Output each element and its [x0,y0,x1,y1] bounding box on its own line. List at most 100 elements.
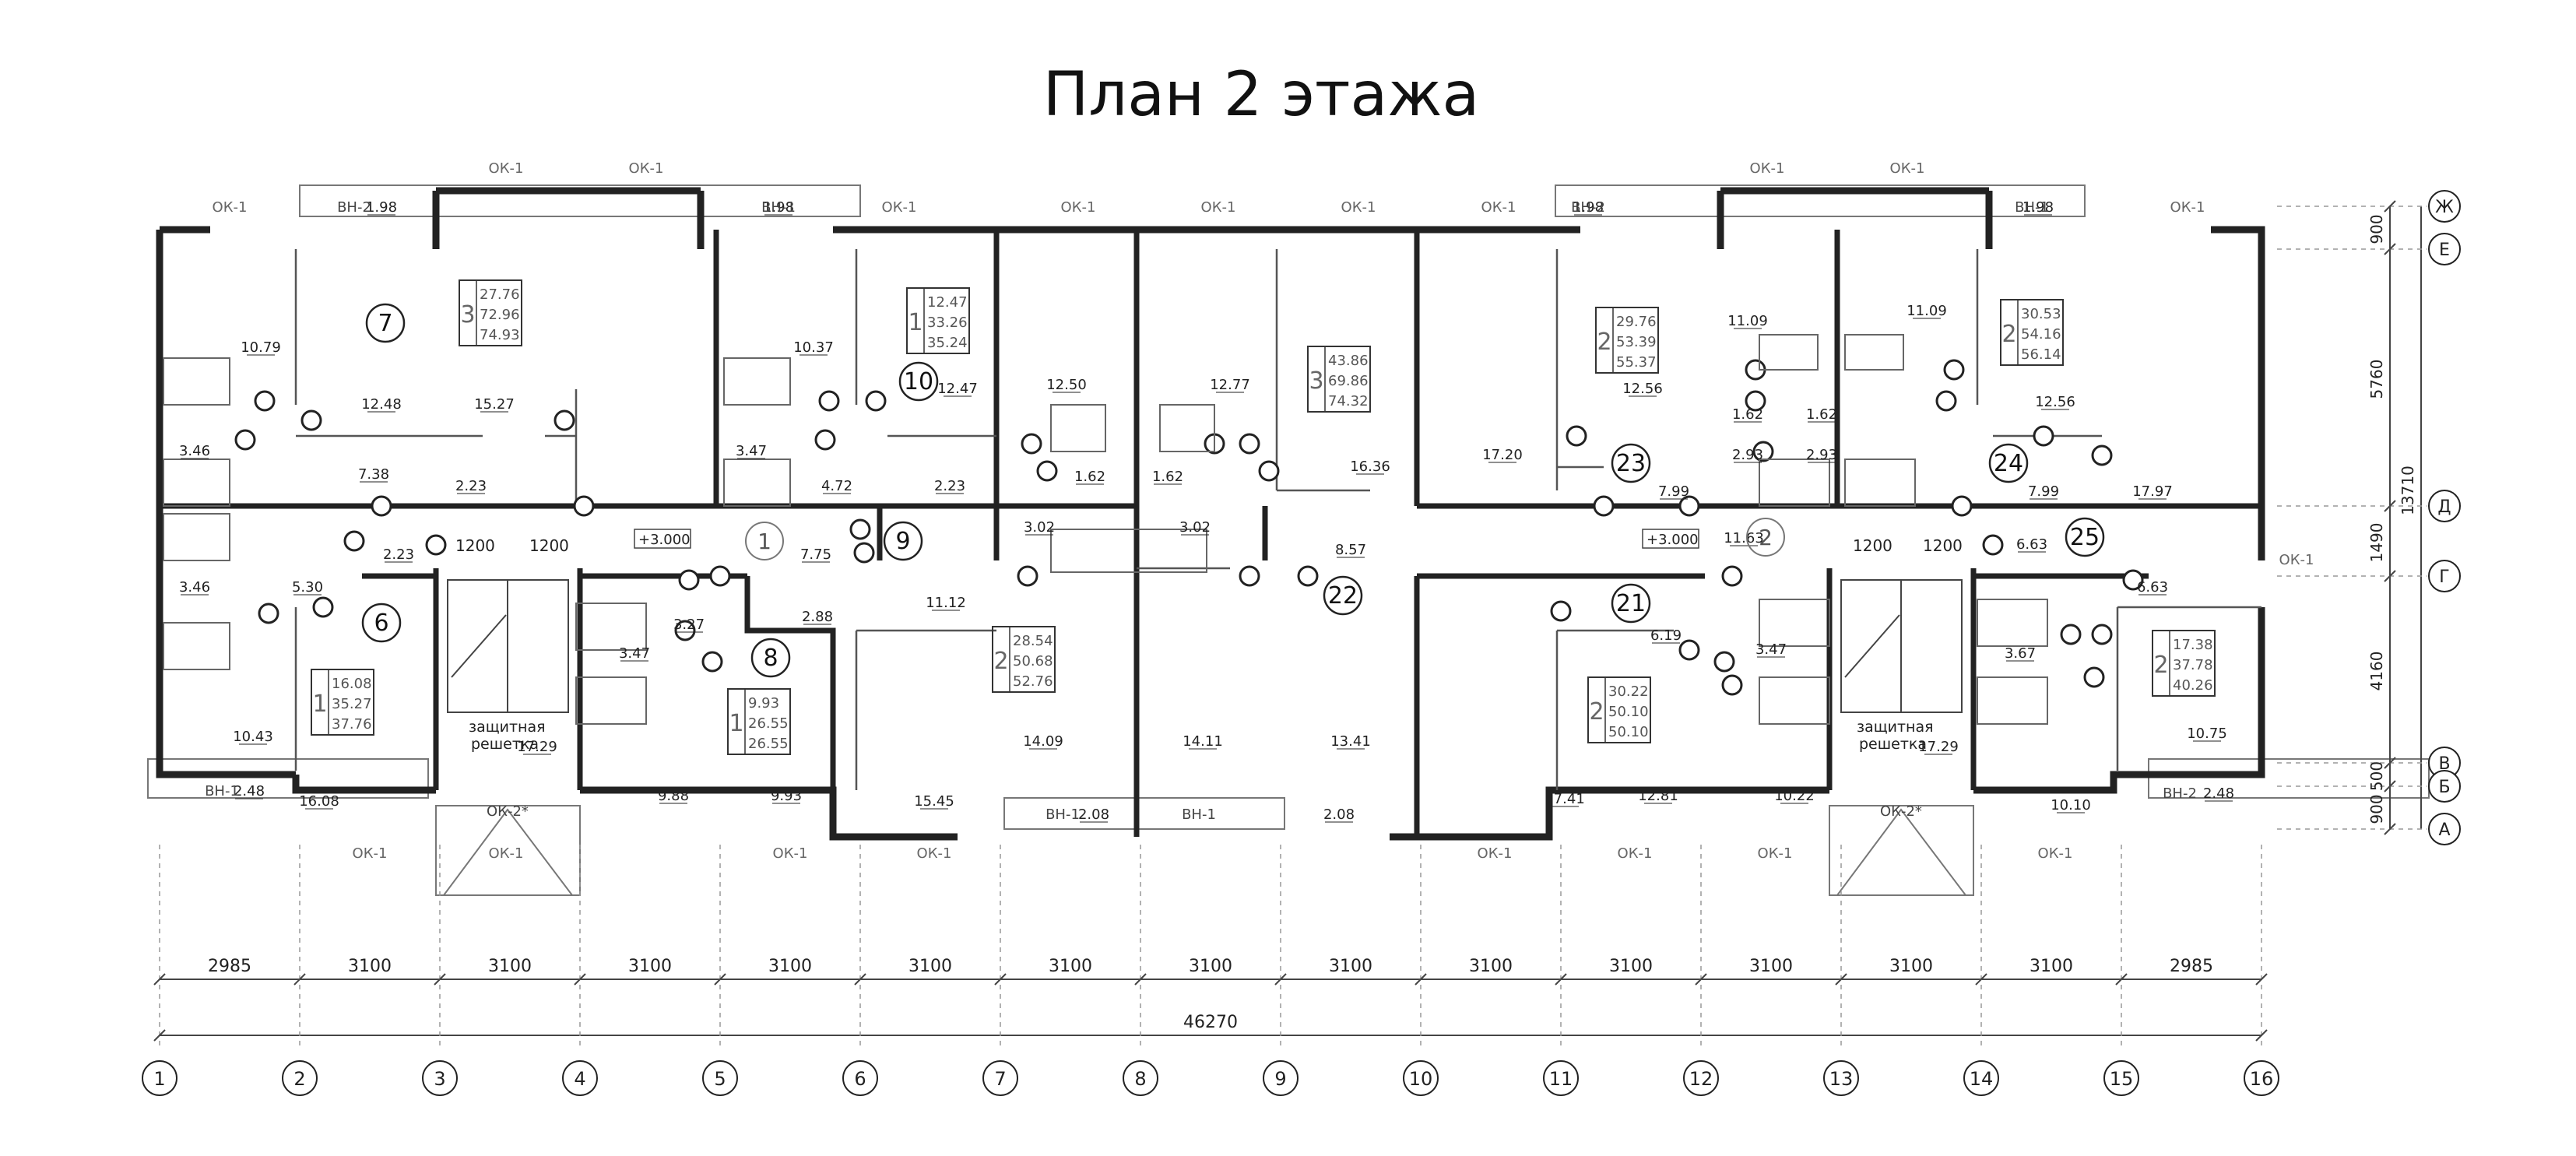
axis-bubble [982,1060,1018,1096]
apartment-area: 16.08 [332,676,372,692]
window-label-ok1: ОК-1 [1890,160,1925,177]
window-label-ok1: ОК-1 [1201,199,1236,216]
balcony-label: ВН-2 [1571,199,1605,216]
dimension-value: 2985 [2170,957,2213,976]
axis-bubble [1543,1060,1579,1096]
stairs [447,579,1963,713]
room-area: 6.19 [1650,627,1682,644]
apartment-info-box [459,279,522,346]
window-label-ok1: ОК-1 [1061,199,1096,216]
apartment-area: 26.55 [748,736,789,752]
window-label-ok1: ОК-1 [2170,199,2205,216]
room-area: 6.63 [2137,579,2168,596]
room-area: 10.10 [2051,797,2091,813]
level-mark: +3.000 [1646,532,1699,548]
room-area: 17.20 [1482,447,1523,463]
room-area: 15.45 [914,793,954,810]
dimension-tick [153,973,166,986]
dimension-tick [1274,973,1287,986]
dimension-tick [153,1029,166,1042]
apartment-area: 37.78 [2173,657,2213,673]
axis-label: 15 [2110,1068,2134,1090]
dimension-tick [2115,973,2128,986]
dimension-value: 3100 [1889,957,1933,976]
axis-label: 4 [574,1068,585,1090]
room-area: 17.97 [2132,483,2173,500]
axis-label: А [2438,820,2450,840]
section-number: 1 [757,529,771,554]
axis-bubble [2428,233,2461,265]
apartment-info-box [2152,630,2216,697]
grille-label-line2: решетка [1859,736,1927,753]
room-area: 8.57 [1335,542,1366,558]
window-label-ok1: ОК-1 [1618,845,1653,862]
axis-label: 13 [1829,1068,1854,1090]
apartment-info-box [1595,307,1659,374]
apartment-rooms: 2 [993,648,1008,675]
section-markers: 1 2 [745,518,1785,560]
dimension-tick [1415,973,1427,986]
dimension-value: 4160 [2367,652,2386,691]
room-area: 3.02 [1024,519,1055,536]
stair-label-left: ОК-2* [487,803,529,820]
window-label-ok1: ОК-1 [917,845,952,862]
room-area: 1.62 [1732,406,1763,423]
fixture-blocks [163,334,2048,725]
dimension-value: 3100 [488,957,532,976]
dimension-value: 1490 [2367,523,2386,563]
stair-width: 1200 [1923,536,1963,555]
apartment-number-circle [2065,517,2105,557]
plan-title: План 2 этажа [1043,60,1480,130]
dimension-tick [2255,973,2268,986]
grille-label-left: защитная решетка [469,719,546,753]
dimension-tick [1695,973,1707,986]
room-area: 12.81 [1638,788,1678,804]
dimension-value: 900 [2367,214,2386,244]
axis-bubble [842,1060,878,1096]
apartment-rooms: 1 [908,309,923,336]
grille-label-right: защитная решетка [1857,719,1934,753]
window-label-ok1: ОК-1 [489,160,524,177]
apartment-area: 27.76 [480,286,520,303]
window-label-ok1: ОК-1 [489,845,524,862]
level-marks: +3.000 +3.000 [634,529,1699,549]
apartment-area: 72.96 [480,307,520,323]
room-area: 2.23 [455,478,487,494]
axis-label: Д [2437,497,2451,517]
room-area: 3.02 [1179,519,1211,536]
axis-label: 9 [1274,1068,1286,1090]
room-area: 7.75 [800,546,831,563]
dimension-value: 3100 [1329,957,1372,976]
room-area: 2.93 [1732,447,1763,463]
apartment-number: 9 [895,528,910,555]
axis-label: Г [2439,567,2449,587]
room-area: 7.99 [2028,483,2059,500]
axis-bubble [1123,1060,1158,1096]
apartment-area: 74.32 [1328,393,1369,409]
room-area: 1.62 [1152,469,1183,485]
apartment-area: 29.76 [1616,314,1657,330]
axis-label: 2 [293,1068,305,1090]
dimension-value: 3100 [348,957,392,976]
apartment-area: 40.26 [2173,677,2213,694]
axis-label: Е [2439,241,2450,260]
apartment-area: 33.26 [927,314,968,331]
axis-bubble [2103,1060,2139,1096]
room-area: 5.30 [292,579,323,596]
dimension-value: 3100 [1609,957,1653,976]
axis-bubble [2428,190,2461,223]
dimension-tick [2384,243,2396,255]
apartment-area: 35.24 [927,335,968,351]
room-area: 3.67 [2005,645,2036,662]
axis-label: 1 [153,1068,165,1090]
room-area: 9.88 [658,788,689,804]
window-label-ok1: ОК-1 [2279,552,2314,568]
